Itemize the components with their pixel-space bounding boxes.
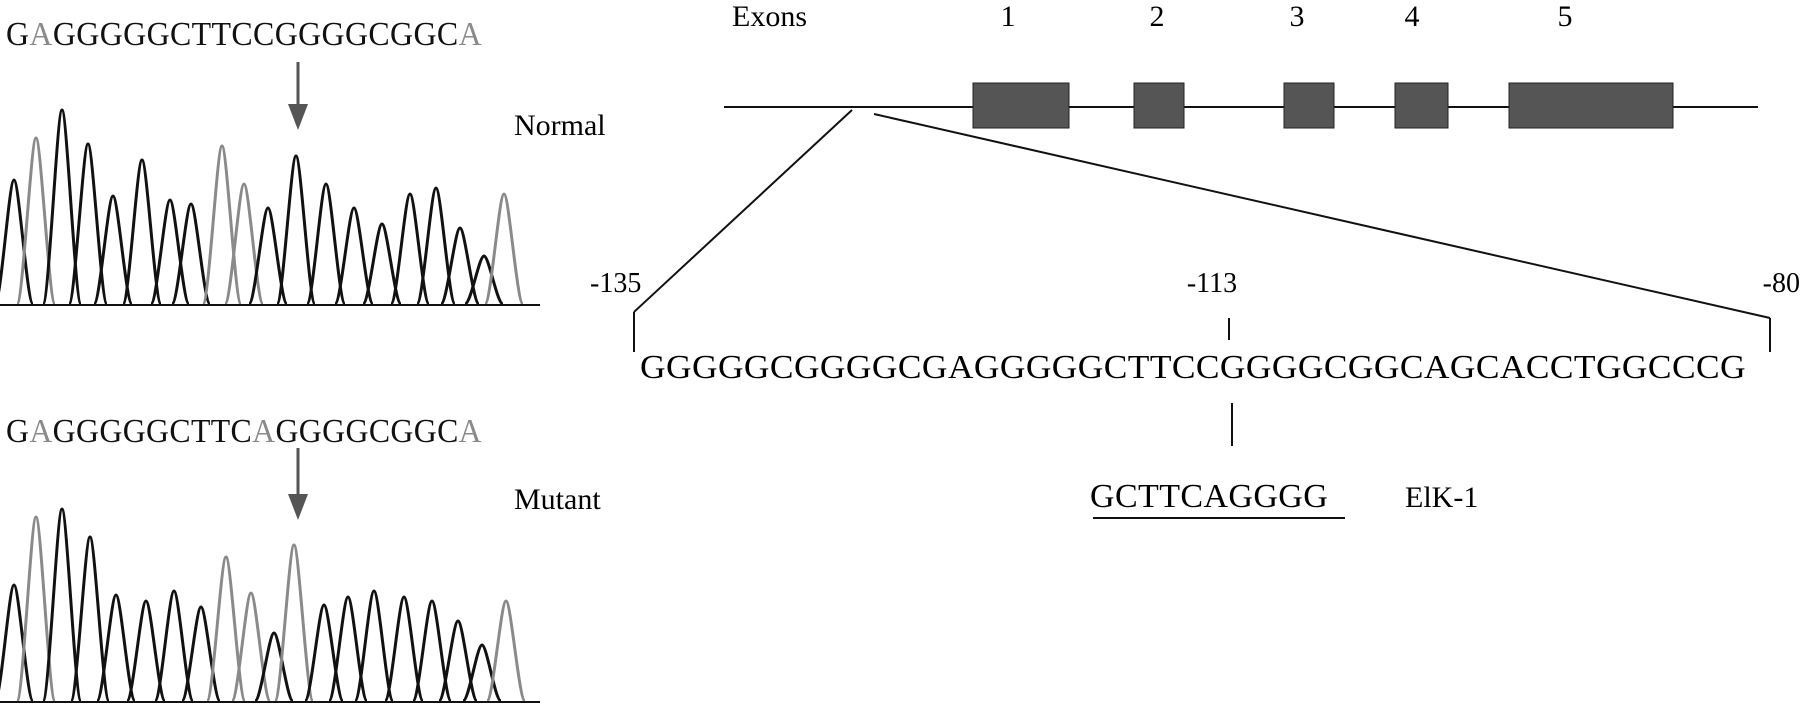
trace-peak [0,583,35,703]
exon-box-3 [1283,82,1335,129]
trace-peak [180,605,222,703]
trace-peak [273,543,315,703]
site-name: ElK-1 [1405,481,1478,514]
position-80: -80 [1763,268,1800,299]
normal-panel: GAGGGGGCTTCCGGGGCGGCA Normal [0,16,606,306]
trace-peak [69,535,111,703]
promoter-sequence: GGGGGCGGGGCGAGGGGGCTTCCGGGGCGGCAGCACCTGG… [640,349,1746,386]
mutant-label: Mutant [514,483,601,516]
trace-peak [415,186,457,306]
normal-sequence: GAGGGGGCTTCCGGGGCGGCA [6,16,482,53]
mutant-arrow [288,448,308,520]
trace-peak [0,178,35,306]
site-sequence: GCTTCAGGGG [1090,478,1328,515]
exon-label-4: 4 [1405,0,1420,33]
exon-label-5: 5 [1558,0,1573,33]
exon-label-3: 3 [1290,0,1305,33]
trace-peak [303,603,345,703]
trace-peak [463,254,505,306]
trace-peak [41,507,83,703]
position-113: -113 [1187,268,1237,299]
trace-peak [170,202,212,306]
position-135: -135 [590,268,641,299]
trace-peak [275,154,317,306]
gene-map: Exons 1 2 3 4 5 [633,0,1771,319]
exon-box-5 [1508,82,1674,129]
trace-peak [305,182,347,306]
exon-box-4 [1394,82,1449,129]
trace-peak [223,182,265,306]
exon-box-1 [972,82,1070,129]
trace-peak [353,589,395,703]
zoom-line-right [873,113,1771,319]
mutant-trace [0,507,527,703]
trace-peak [205,555,247,703]
trace-peak [201,144,243,306]
normal-trace [0,108,525,306]
trace-peak [253,631,295,703]
trace-peak [95,593,137,703]
trace-peak [461,643,503,703]
exons-title: Exons [732,0,807,33]
trace-peak [327,595,369,703]
trace-peak [389,192,431,306]
trace-peak [121,158,163,306]
normal-label: Normal [514,109,606,142]
trace-peak [333,206,375,306]
trace-peak [485,599,527,703]
exon-box-2 [1133,82,1185,129]
mutant-sequence: GAGGGGGCTTCAGGGGCGGCA [6,413,482,450]
promoter-detail: -135 -113 -80 GGGGGCGGGGCGAGGGGGCTTCCGGG… [590,268,1800,519]
zoom-line-left [633,109,853,313]
exon-label-2: 2 [1150,0,1165,33]
trace-peak [149,198,191,306]
trace-peak [15,136,57,306]
exon-label-1: 1 [1001,0,1016,33]
mutant-panel: GAGGGGGCTTCAGGGGCGGCA Mutant [0,413,601,703]
trace-peak [483,192,525,306]
trace-peak [437,619,479,703]
normal-arrow [288,62,308,130]
trace-peak [92,194,134,306]
trace-peak [15,515,57,703]
trace-peak [383,595,425,703]
